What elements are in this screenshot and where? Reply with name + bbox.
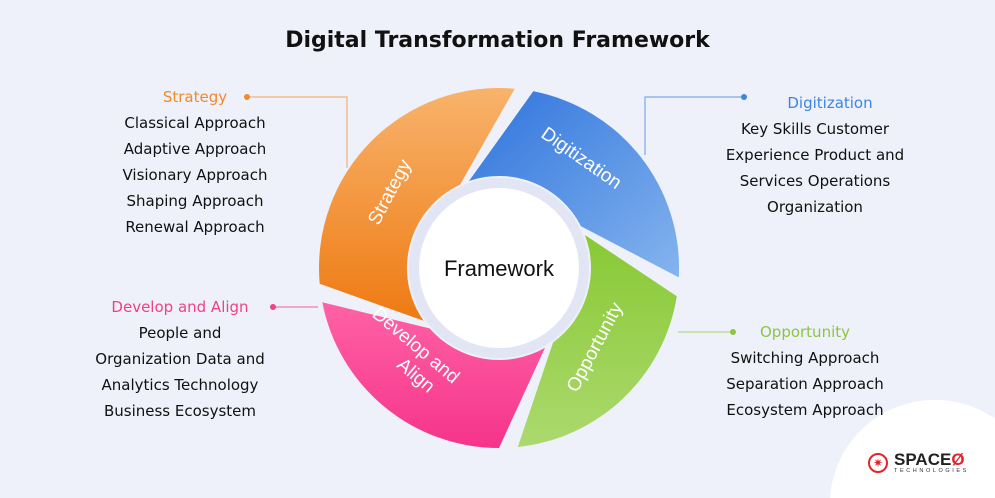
center-circle (419, 188, 579, 348)
develop-item: People and (138, 324, 222, 342)
opportunity-heading: Opportunity (759, 323, 850, 341)
strategy-item: Adaptive Approach (123, 140, 267, 158)
strategy-item: Shaping Approach (126, 192, 264, 210)
digitization-dot (741, 94, 747, 100)
logo-brand: SPACE (894, 450, 952, 469)
opportunity-dot (730, 329, 736, 335)
logo-brand-mark: Ø (951, 450, 965, 469)
segment-opportunity (517, 235, 677, 447)
logo-tagline: TECHNOLOGIES (894, 468, 969, 474)
develop-item: Analytics Technology (101, 376, 259, 394)
page-title: Digital Transformation Framework (285, 28, 710, 53)
strategy-connector (247, 96, 348, 168)
develop-block: Develop and Align People and Organizatio… (75, 294, 285, 424)
digitization-item: Key Skills Customer (740, 120, 890, 138)
opportunity-item: Switching Approach (730, 349, 880, 367)
develop-item: Business Ecosystem (103, 402, 257, 420)
digitization-connector (644, 96, 744, 155)
strategy-item: Renewal Approach (125, 218, 265, 236)
strategy-block: Strategy Classical Approach Adaptive App… (100, 84, 290, 240)
strategy-heading: Strategy (162, 88, 228, 106)
spaceo-logo: ✷ SPACEØ TECHNOLOGIES (868, 450, 969, 474)
digitization-block: Digitization Key Skills Customer Experie… (700, 90, 930, 220)
digitization-item: Services Operations (739, 172, 891, 190)
strategy-item: Classical Approach (124, 114, 266, 132)
segment-develop (322, 302, 545, 448)
digitization-heading: Digitization (787, 94, 873, 112)
segment-strategy (319, 88, 515, 321)
center-label: Framework (444, 256, 555, 281)
develop-dot (270, 304, 276, 310)
develop-heading: Develop and Align (111, 298, 249, 316)
digitization-item: Organization (767, 198, 863, 216)
opportunity-item: Separation Approach (726, 375, 884, 393)
strategy-item: Visionary Approach (122, 166, 268, 184)
segment-digitization (469, 91, 680, 278)
strategy-dot (244, 94, 250, 100)
digitization-item: Experience Product and (725, 146, 905, 164)
logo-backdrop (830, 399, 995, 498)
opportunity-item: Ecosystem Approach (726, 401, 884, 419)
opportunity-block: Opportunity Switching Approach Separatio… (700, 319, 910, 423)
maple-leaf-icon: ✷ (868, 453, 888, 473)
develop-item: Organization Data and (95, 350, 265, 368)
